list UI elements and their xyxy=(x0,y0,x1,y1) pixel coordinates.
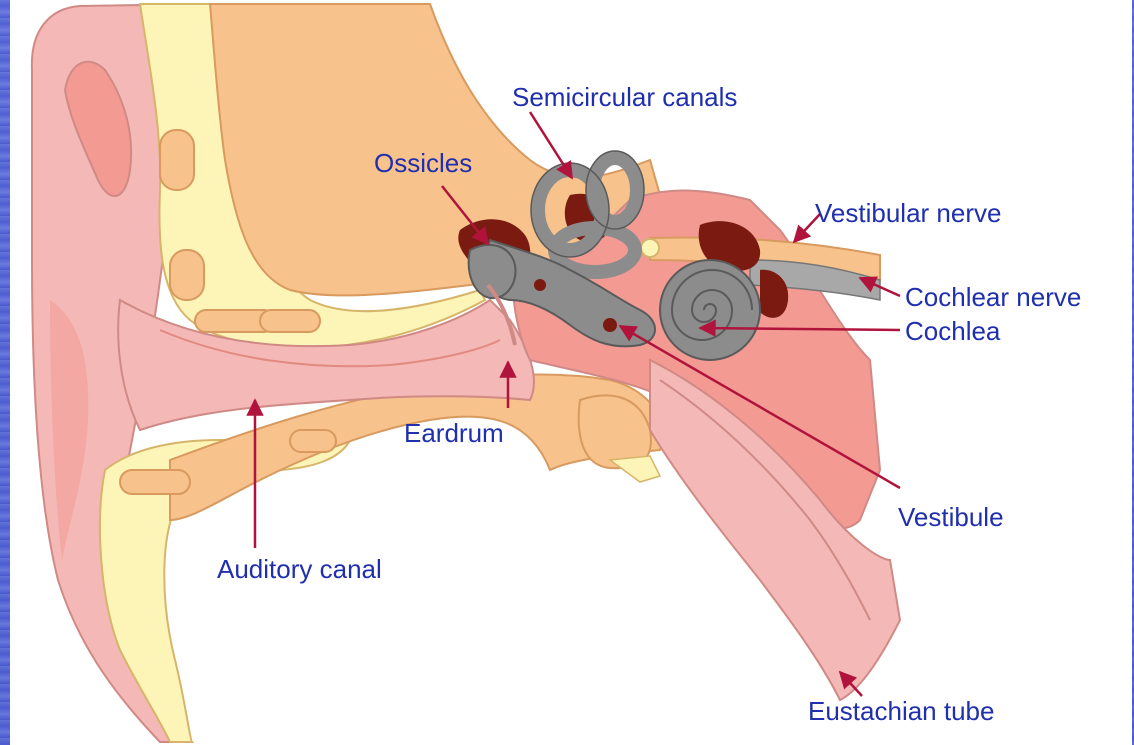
cochlea xyxy=(660,260,760,360)
label-eardrum: Eardrum xyxy=(404,420,504,446)
label-vestibular-nerve: Vestibular nerve xyxy=(815,200,1001,226)
label-semicircular-canals: Semicircular canals xyxy=(512,84,737,110)
cartilage-bump xyxy=(160,130,194,190)
ossicle-brown-dot xyxy=(534,279,546,291)
cartilage-bump xyxy=(290,430,336,452)
label-cochlear-nerve: Cochlear nerve xyxy=(905,284,1081,310)
label-vestibule: Vestibule xyxy=(898,504,1004,530)
label-ossicles: Ossicles xyxy=(374,150,472,176)
label-cochlea: Cochlea xyxy=(905,318,1000,344)
label-auditory-canal: Auditory canal xyxy=(217,556,382,582)
cartilage-bump xyxy=(170,250,204,300)
ossicle-brown-dot xyxy=(603,318,617,332)
cartilage-bump xyxy=(120,470,190,494)
cartilage-bump xyxy=(260,310,320,332)
nerve-opening xyxy=(641,239,659,257)
label-eustachian-tube: Eustachian tube xyxy=(808,698,994,724)
